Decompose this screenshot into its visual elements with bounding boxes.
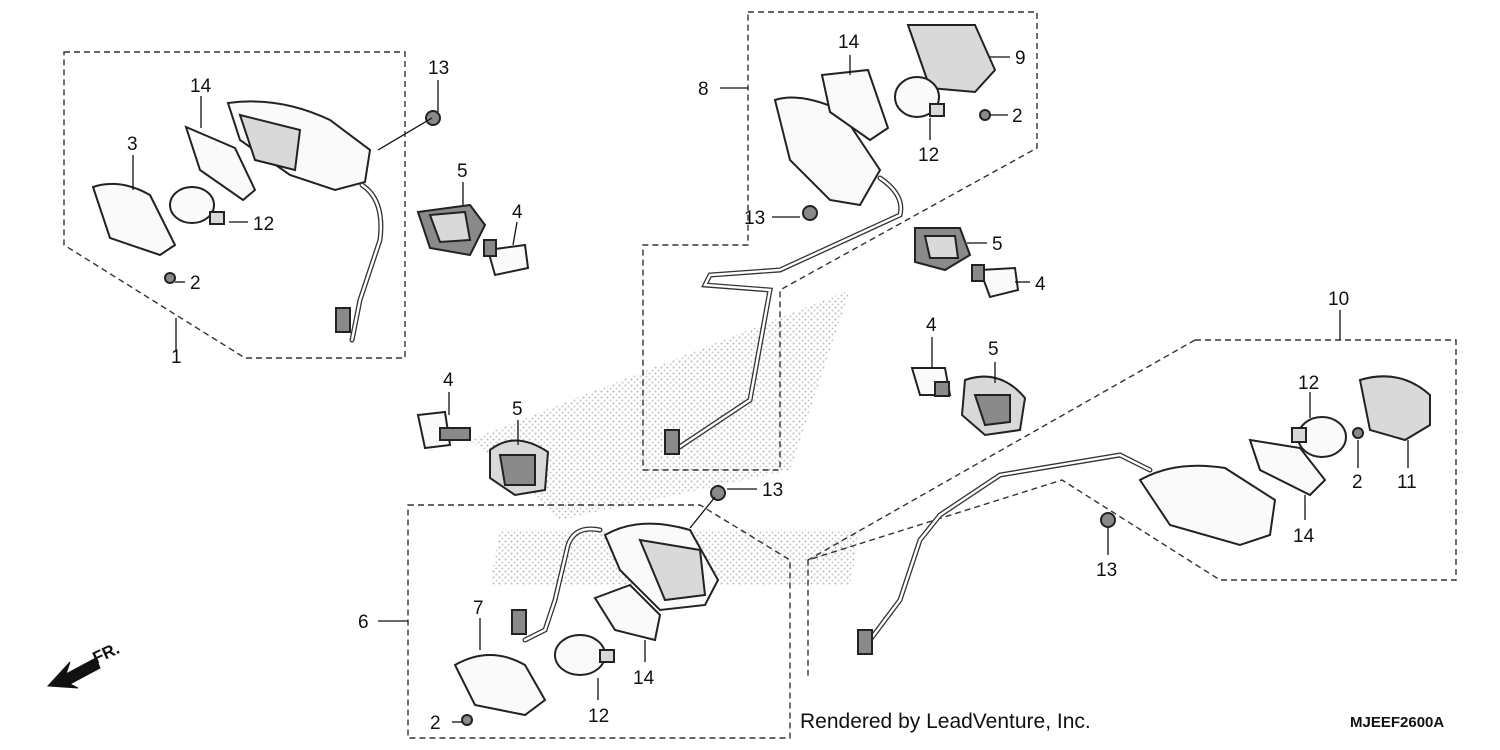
callout-4: 4 <box>926 315 937 336</box>
socket-5b-and-bolt-4b <box>914 227 1030 299</box>
callout-2: 2 <box>190 273 201 294</box>
callout-4: 4 <box>1035 274 1046 295</box>
callout-13: 13 <box>428 58 449 79</box>
callout-13: 13 <box>1096 560 1117 581</box>
callout-12: 12 <box>1298 373 1319 394</box>
callout-13: 13 <box>744 208 765 229</box>
callout-7: 7 <box>473 598 484 619</box>
callout-5: 5 <box>992 234 1003 255</box>
turn-signal-assembly-10-parts <box>857 375 1431 655</box>
callout-14: 14 <box>838 32 860 53</box>
callout-5: 5 <box>988 339 999 360</box>
assembly-8-box <box>642 11 1038 471</box>
callout-1: 1 <box>171 347 182 368</box>
callout-13: 13 <box>762 480 783 501</box>
callout-12: 12 <box>918 145 939 166</box>
callout-12: 12 <box>588 706 609 727</box>
socket-5a-and-bolt-4a <box>416 182 530 277</box>
front-direction-arrow: FR. <box>46 639 123 689</box>
render-credit: Rendered by LeadVenture, Inc. <box>800 710 1091 733</box>
callout-14: 14 <box>1293 526 1315 547</box>
callout-3: 3 <box>127 134 138 155</box>
bolt-4c-and-socket-5c <box>910 337 1027 437</box>
assembly-8-leaders <box>720 55 1010 218</box>
callout-14: 14 <box>633 668 655 689</box>
callout-9: 9 <box>1015 48 1026 69</box>
assembly-6-leaders <box>378 488 757 723</box>
callout-10: 10 <box>1328 289 1349 310</box>
callout-6: 6 <box>358 612 369 633</box>
callout-4: 4 <box>512 202 523 223</box>
turn-signal-assembly-1-parts <box>91 100 441 343</box>
turn-signal-assembly-6-parts <box>453 485 726 726</box>
assembly-1-box <box>63 51 406 359</box>
diagram-code: MJEEF2600A <box>1350 714 1445 731</box>
assembly-1-leaders <box>132 80 439 352</box>
callout-12: 12 <box>253 214 274 235</box>
callout-labels: 1 2 3 12 13 14 5 4 8 14 9 2 12 13 5 4 4 … <box>127 32 1417 734</box>
bolt-4d-and-socket-5d <box>416 392 550 497</box>
callout-2: 2 <box>1352 472 1363 493</box>
callout-4: 4 <box>443 370 454 391</box>
callout-2: 2 <box>1012 106 1023 127</box>
callout-2: 2 <box>430 713 441 734</box>
callout-14: 14 <box>190 76 212 97</box>
assembly-10-box <box>807 339 1457 678</box>
callout-11: 11 <box>1397 472 1417 493</box>
assembly-6-box <box>407 504 791 739</box>
callout-5: 5 <box>512 399 523 420</box>
callout-8: 8 <box>698 79 709 100</box>
callout-5: 5 <box>457 161 468 182</box>
turn-signal-assembly-8-parts <box>664 24 997 455</box>
assembly-10-leaders <box>1107 310 1409 555</box>
